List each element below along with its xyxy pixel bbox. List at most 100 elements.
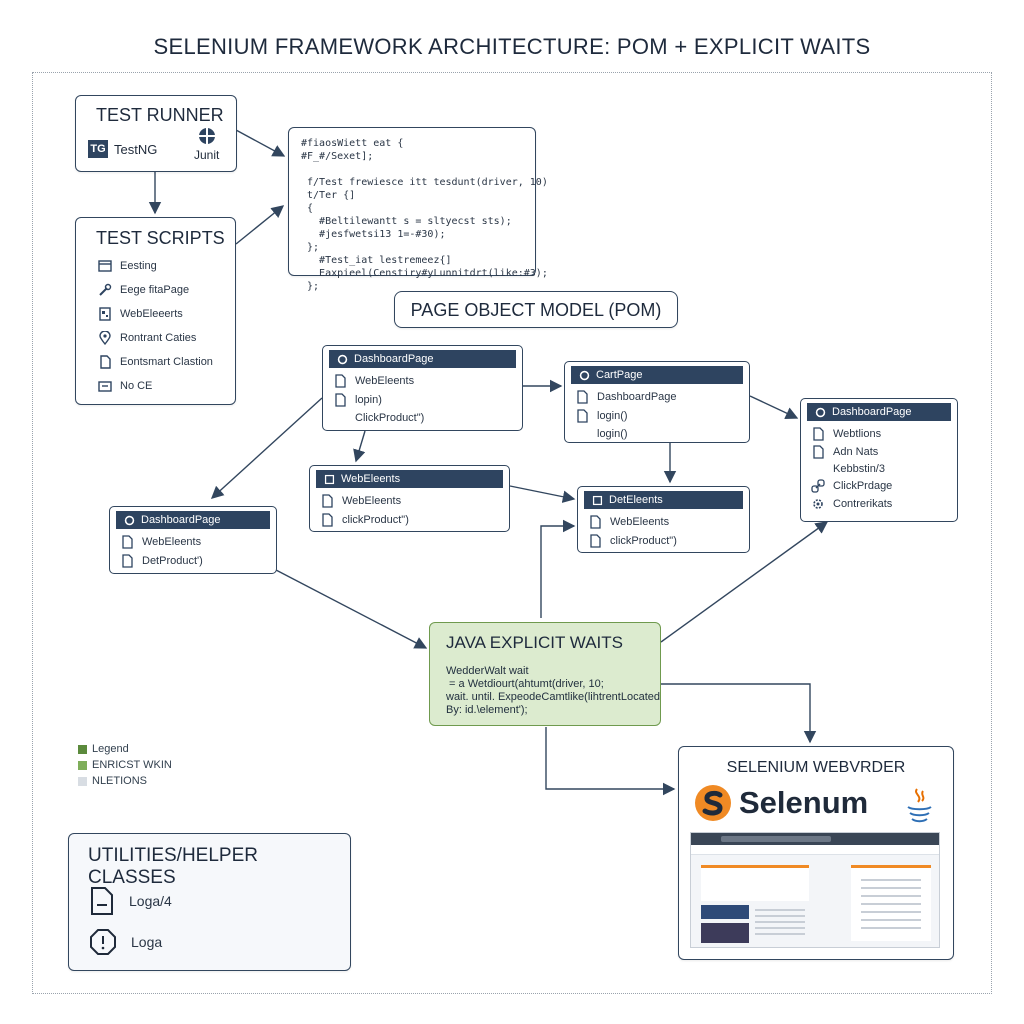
utility-label: Loga/4 <box>129 893 172 909</box>
class-dashboard-page-left: DashboardPage WebEleents DetProduct') <box>109 506 277 574</box>
file-icon <box>575 390 589 404</box>
class-member: WebEleents <box>320 494 499 508</box>
class-member-label: lopin) <box>355 394 382 406</box>
junit-label: Junit <box>194 148 220 162</box>
class-member-label: WebEleents <box>355 375 415 387</box>
class-member: WebEleents <box>588 515 739 529</box>
test-runner-box: TEST RUNNER TG TestNG Junit <box>75 95 237 172</box>
class-name: DetEleents <box>609 494 663 506</box>
window-icon <box>590 493 604 507</box>
utilities-box: UTILITIES/HELPER CLASSES Loga/4 Loga <box>68 833 351 971</box>
diagram-frame <box>32 72 992 994</box>
class-name: WebEleents <box>341 473 401 485</box>
junit-logo: Junit <box>194 126 219 162</box>
selenium-logo: Selenum <box>693 783 868 823</box>
pom-title: PAGE OBJECT MODEL (POM) <box>410 300 662 320</box>
test-runner-title: TEST RUNNER <box>96 105 224 125</box>
browser-text-lines <box>861 879 921 931</box>
cog-icon <box>811 497 825 511</box>
explicit-waits-box: JAVA EXPLICIT WAITS WedderWalt wait = a … <box>429 622 661 726</box>
file-icon <box>320 494 334 508</box>
class-cart-page: CartPage DashboardPage login() login() <box>564 361 750 443</box>
legend-item: NLETIONS <box>78 773 172 789</box>
file-icon <box>588 534 602 548</box>
class-member: Kebbstin/3 <box>811 463 947 475</box>
selenium-s-icon <box>695 785 731 821</box>
file-icon <box>333 393 347 407</box>
script-item: Eesting <box>98 259 213 273</box>
script-item-label: Eege fitaPage <box>120 284 190 296</box>
document-icon <box>98 355 112 369</box>
legend-label: Legend <box>92 743 129 755</box>
class-member: DashboardPage <box>575 390 739 404</box>
class-member: clickProduct") <box>588 534 739 548</box>
warning-octagon-icon <box>89 928 117 956</box>
class-member: WebEleents <box>333 374 512 388</box>
class-member: ClickProduct") <box>333 412 512 424</box>
file-icon <box>575 409 589 423</box>
script-item-label: Eontsmart Clastion <box>120 356 213 368</box>
gear-icon <box>122 513 136 527</box>
script-item: WebEleeerts <box>98 307 213 321</box>
legend-swatch <box>78 776 87 786</box>
script-item-label: WebEleeerts <box>120 308 183 320</box>
test-scripts-list: Eesting Eege fitaPage WebEleeerts Rontra… <box>98 259 213 393</box>
legend-label: NLETIONS <box>92 775 148 787</box>
class-member-label: ClickPrdage <box>833 480 893 492</box>
file-icon <box>333 374 347 388</box>
class-det-elements: DetEleents WebEleents clickProduct") <box>577 486 750 553</box>
class-member-label: WebEleents <box>342 495 402 507</box>
folder-icon <box>98 379 112 393</box>
class-member-label: WebEleents <box>610 516 670 528</box>
class-header: DashboardPage <box>329 350 516 368</box>
file-icon <box>320 513 334 527</box>
script-item-label: Rontrant Caties <box>120 332 197 344</box>
class-header: WebEleents <box>316 470 503 488</box>
testng-logo: TG TestNG <box>88 140 157 158</box>
class-dashboard-page-right: DashboardPage Webtlions Adn Nats Kebbsti… <box>800 398 958 522</box>
code-sample-text: #fiaosWiett eat { #F_#/Sexet]; f/Test fr… <box>301 138 548 292</box>
browser-text-lines <box>755 909 805 937</box>
gear-icon <box>813 405 827 419</box>
class-member-label: Contrerikats <box>833 498 893 510</box>
selenium-brand-text: Selenum <box>739 785 869 820</box>
browser-address-bar <box>721 836 831 842</box>
class-member: login() <box>575 428 739 440</box>
script-item-label: No CE <box>120 380 153 392</box>
legend-swatch <box>78 744 87 754</box>
class-member: DetProduct') <box>120 554 266 568</box>
class-member: Contrerikats <box>811 497 947 511</box>
class-member: lopin) <box>333 393 512 407</box>
explicit-waits-title: JAVA EXPLICIT WAITS <box>446 633 623 652</box>
script-item: Eontsmart Clastion <box>98 355 213 369</box>
window-icon <box>98 259 112 273</box>
webdriver-title: SELENIUM WEBVRDER <box>726 759 906 776</box>
legend-swatch <box>78 760 87 770</box>
java-cup-icon <box>907 788 932 823</box>
test-scripts-title: TEST SCRIPTS <box>96 228 225 248</box>
legend-label: ENRICST WKIN <box>92 759 172 771</box>
script-item-label: Eesting <box>120 260 157 272</box>
legend-item: ENRICST WKIN <box>78 757 172 773</box>
class-member: login() <box>575 409 739 423</box>
file-icon <box>811 445 825 459</box>
gear-icon <box>335 352 349 366</box>
class-name: DashboardPage <box>354 353 434 365</box>
utilities-title: UTILITIES/HELPER CLASSES <box>88 845 258 888</box>
browser-image-thumb <box>701 923 749 943</box>
class-web-elements-mid: WebEleents WebEleents clickProduct") <box>309 465 510 532</box>
junit-icon <box>198 128 215 144</box>
class-member-label: DetProduct') <box>142 555 203 567</box>
class-member-label: Webtlions <box>833 428 882 440</box>
class-header: DashboardPage <box>807 403 951 421</box>
class-member: WebEleents <box>120 535 266 549</box>
script-item: Rontrant Caties <box>98 331 213 345</box>
log-file-icon <box>89 886 115 916</box>
grid-file-icon <box>98 307 112 321</box>
class-dashboard-page-top: DashboardPage WebEleents lopin) ClickPro… <box>322 345 523 431</box>
window-icon <box>322 472 336 486</box>
class-member-label: clickProduct") <box>342 514 409 526</box>
class-name: DashboardPage <box>141 514 221 526</box>
class-member-label: ClickProduct") <box>355 412 425 424</box>
class-member: clickProduct") <box>320 513 499 527</box>
